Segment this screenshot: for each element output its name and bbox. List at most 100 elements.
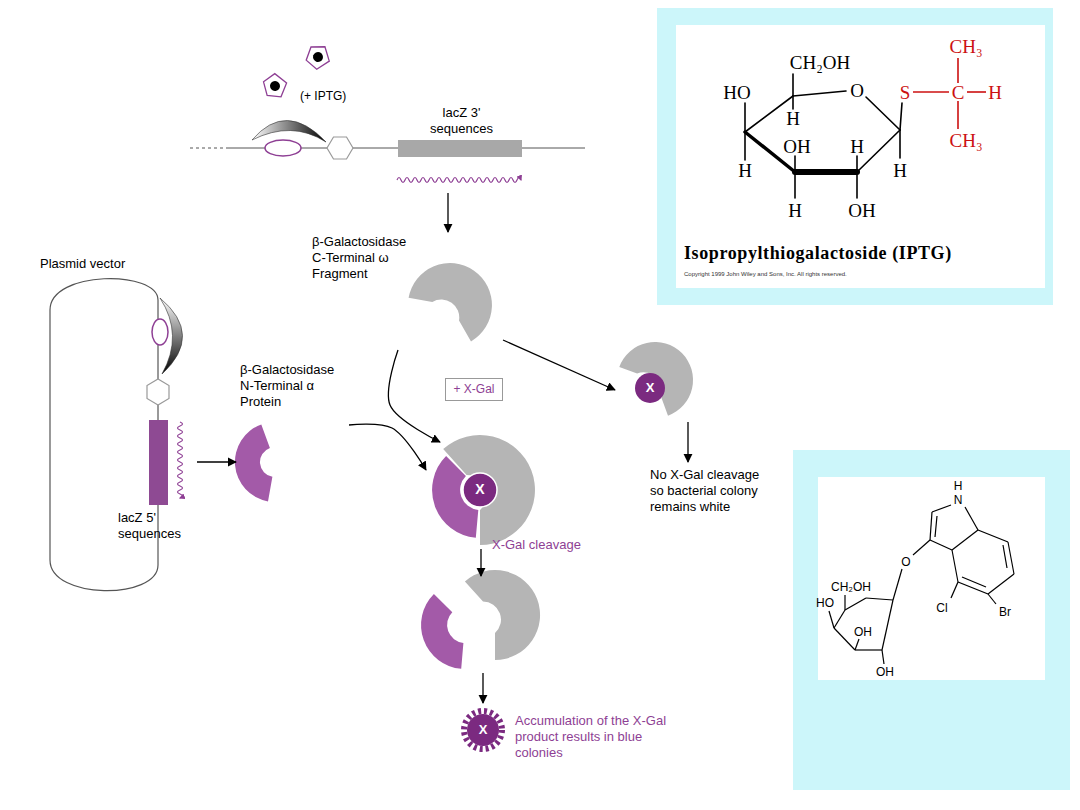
process-arrow [388,350,440,442]
node-label: + X-Gal [453,382,494,397]
chemical-bond [745,74,902,198]
chemical-bond [834,628,855,650]
chemical-bond [893,569,902,600]
structure-caption: Isopropylthiogalactoside (IPTG) [684,243,952,265]
atom-label: CH₂OH [790,53,850,72]
process-arrow [197,461,236,462]
atom-label: OH [783,137,810,156]
chemical-bond [913,540,930,555]
chemical-bond [882,600,893,650]
node-label: β-Galactosidase N-Terminal α Protein [240,362,345,410]
mrna-wave [178,422,183,498]
rna-polymerase [252,120,326,142]
chemical-bond [857,130,900,172]
iptg-molecule [262,71,289,100]
annotation: X-Gal cleavage [492,537,581,553]
xgal-product-star [464,711,502,749]
chemical-bond [958,582,988,594]
xgal-panel [793,450,1070,790]
node-label: X [479,722,488,738]
atom-label: N [954,494,963,506]
atom-label: H [893,161,907,180]
process-arrow [482,673,483,703]
alpha-protein [235,424,272,501]
iptg-molecule [262,71,289,100]
chemical-bond [829,611,834,628]
chemical-bond [882,650,884,664]
chemical-bond [792,96,794,109]
atom-label: C [952,83,965,102]
atom-label: CH₂OH [831,581,871,593]
alpha-protein [421,594,463,669]
process-arrow [503,340,615,390]
omega-fragment [465,570,540,660]
enzyme-complex: X [426,442,534,538]
process-arrow [349,424,426,470]
operator [327,137,353,159]
chemical-bond [744,103,746,132]
lacz-5-gene [149,420,168,505]
node-label: X [646,380,655,396]
chemical-bond [792,74,794,96]
gene-segment: lacZ 5' sequences [112,418,197,548]
chemical-bond [913,91,949,93]
node-label: lacZ 3' sequences [422,105,502,137]
iptg-molecule [312,51,325,64]
xgal-panel [793,450,1070,790]
chemical-bond [845,598,866,610]
bound-substrate: X [615,352,685,424]
protein-fragment: β-Galactosidase N-Terminal α Protein [236,360,349,500]
iptg-panel [657,8,1053,305]
chemical-bond [957,58,959,83]
operator [147,379,169,405]
node-label: Plasmid vector [40,256,125,272]
atom-label: HO [723,83,750,102]
chemical-bond [967,91,986,93]
lacz-3-gene [398,140,522,157]
chemical-bond [745,132,795,172]
node-label: lacZ 5' sequences [118,510,190,542]
chemical-bond [744,132,746,160]
process-arrow [687,422,688,462]
protein-fragment: β-Galactosidase C-Terminal ω Fragment [308,232,503,350]
chemical-bond [988,574,1014,594]
chemical-bond [913,58,986,129]
chemical-bond [834,610,845,628]
atom-label: O [901,556,910,568]
atom-label: OH [854,626,872,638]
atom-label: H [738,161,752,180]
dna-strand [190,148,585,149]
promoter [265,140,301,156]
xgal-product-star [467,714,499,746]
chemical-bond [951,582,958,598]
plasmid-vector: lacZ 5' sequences Plasmid vector [36,254,216,604]
chemical-bond [957,101,959,129]
iptg-panel [676,25,1045,288]
atom-label: OH [876,666,894,678]
reagent-box: + X-Gal [445,378,503,401]
atom-label: Br [999,606,1011,618]
plasmid-loop [50,279,158,591]
chemical-bond [866,598,893,600]
process-arrow [481,422,688,703]
atom-label: S [900,83,911,102]
node-label: X [475,481,484,498]
atom-label: Cl [936,602,947,614]
chemical-bond [965,507,978,530]
atom-label: CH₃ [949,131,982,150]
chemical-bond [1008,542,1014,574]
iptg-molecule [304,42,333,72]
annotation: (+ IPTG) [300,89,346,104]
chemical-bond [866,97,900,130]
chemical-bond [930,540,952,550]
chemical-bond [900,103,902,130]
omega-fragment [619,342,693,416]
node-label: β-Galactosidase C-Terminal ω Fragment [312,234,417,282]
xgal-molecule [635,373,665,403]
atom-label: OH [848,201,875,220]
process-arrow [480,549,481,576]
chemical-bond [932,505,951,512]
chemical-bond [794,172,796,198]
chemical-bond [745,96,793,132]
